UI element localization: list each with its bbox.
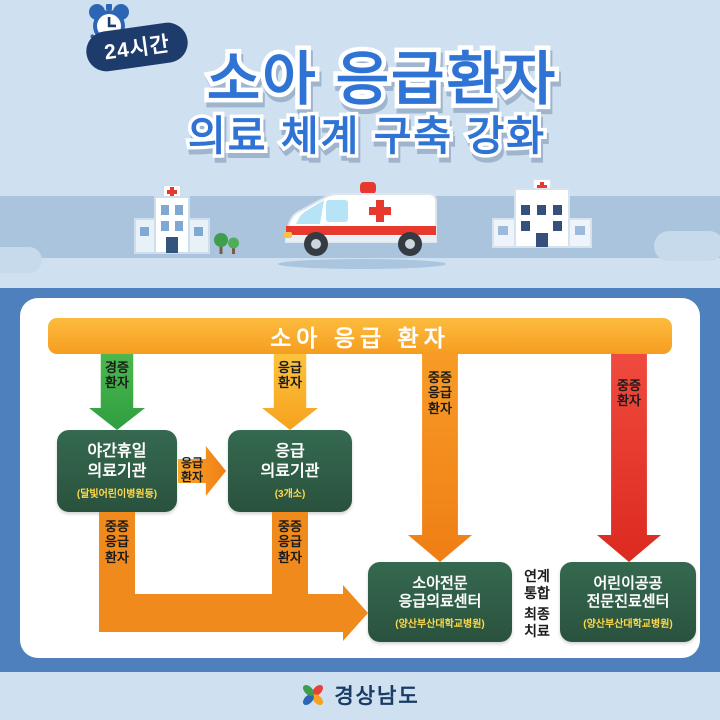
hospital-right-graphic [492,178,592,248]
hospital-right-icon [487,178,597,264]
title-line1-outline: 소아 응급환자 [202,43,559,117]
connector-horizontal [99,594,343,632]
box-pediatric-emergency-center-title: 소아전문 응급의료센터 [398,574,482,610]
box-emergency-institution: 응급 의료기관 (3개소) [228,430,352,512]
flow-top-bar: 소아 응급 환자 [48,318,672,354]
footer-logo: 경상남도 [0,680,720,710]
flow-diagram-card: 소아 응급 환자 경증 환자 응급 환자 중증 응급 환자 중증 환자 야간휴일… [20,298,700,658]
footer-org-name: 경상남도 [334,685,420,708]
box-children-public-center: 어린이공공 전문진료센터 (양산부산대학교병원) [560,562,696,642]
title-line2-outline: 의료 체계 구축 강화 [185,110,548,163]
box-children-public-center-sub: (양산부산대학교병원) [583,618,673,630]
title-line1-text: 소아 응급환자 [206,47,558,112]
under-box1-severe-label: 중증 응급 환자 [105,519,129,565]
connector-arrowhead [343,585,368,641]
title-line2-text: 의료 체계 구축 강화 [188,113,546,159]
arrow-night-to-emergency-label: 응급 환자 [180,456,204,485]
hospital-left-icon [133,184,243,265]
connector-text-final-treatment: 최종 치료 [524,606,550,639]
arrow-mild-label: 경증 환자 [105,360,129,391]
under-box2-severe-label: 중증 응급 환자 [278,519,302,565]
box-emergency-institution-sub: (3개소) [274,488,306,500]
cloud-decoration [0,247,42,273]
box-children-public-center-title: 어린이공공 전문진료센터 [586,574,670,610]
connector-text-link-integrate: 연계 통합 [524,568,550,601]
cloud-decoration [654,231,720,261]
arrow-severe-label: 중증 환자 [617,378,641,409]
hospital-left-graphic [134,184,239,254]
ambulance-icon [272,172,452,277]
ambulance-graphic [278,182,446,269]
arrow-emergency-label: 응급 환자 [278,360,302,391]
box-pediatric-emergency-center-sub: (양산부산대학교병원) [395,618,485,630]
pinwheel-logo-icon [303,685,324,705]
box-night-holiday-clinic-title: 야간휴일 의료기관 [87,443,147,480]
title-line2: 의료 체계 구축 강화 의료 체계 구축 강화 [0,102,720,163]
box-pediatric-emergency-center: 소아전문 응급의료센터 (양산부산대학교병원) [368,562,512,642]
arrow-severe-emergency-label: 중증 응급 환자 [428,370,452,416]
title-line1: 소아 응급환자 소아 응급환자 [0,32,720,117]
badge-label: 24시간 [102,32,172,65]
box-emergency-institution-title: 응급 의료기관 [260,443,320,480]
box-night-holiday-clinic-sub: (달빛어린이병원등) [76,488,158,500]
flow-top-bar-label: 소아 응급 환자 [270,325,450,351]
footer-strip [0,672,720,720]
box-night-holiday-clinic: 야간휴일 의료기관 (달빛어린이병원등) [57,430,177,512]
